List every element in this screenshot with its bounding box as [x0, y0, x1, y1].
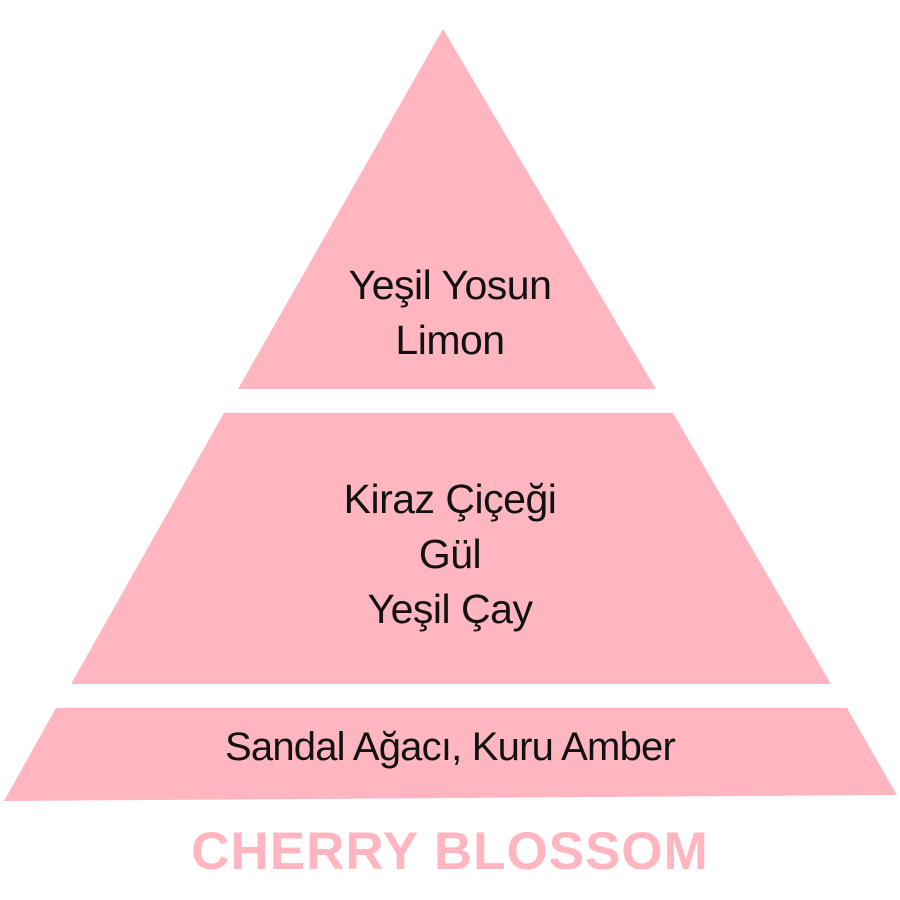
tier-middle-notes: Kiraz Çiçeği Gül Yeşil Çay [0, 472, 900, 637]
note-label: Yeşil Çay [367, 586, 533, 632]
note-label: Sandal Ağacı, Kuru Amber [225, 725, 676, 769]
tier-base-notes: Sandal Ağacı, Kuru Amber [0, 720, 900, 775]
note-label: Limon [395, 317, 505, 363]
note-label: Gül [418, 531, 482, 577]
note-label: Yeşil Yosun [348, 262, 552, 308]
tier-top-notes: Yeşil Yosun Limon [0, 258, 900, 368]
tier-middle-shape [71, 413, 831, 684]
tier-base-shape [4, 708, 897, 801]
fragrance-title: CHERRY BLOSSOM [191, 822, 709, 881]
tier-top-shape [238, 29, 656, 389]
note-label: Kiraz Çiçeği [343, 476, 557, 522]
